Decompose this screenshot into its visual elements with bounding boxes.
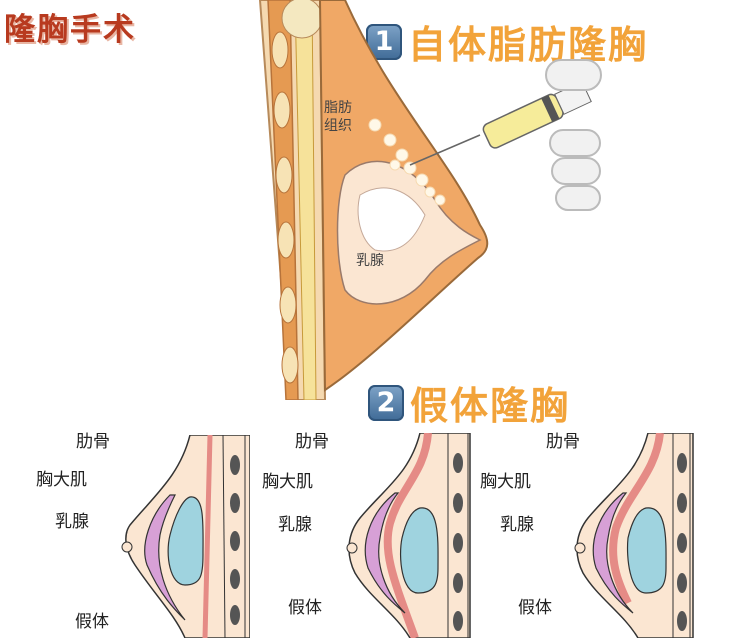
- implant-diagrams: 肋骨 胸大肌 乳腺 假体 肋骨 胸大肌 乳腺 假体: [0, 415, 740, 638]
- fat-tissue-label-2: 组织: [324, 118, 352, 134]
- mammary-gland-label: 乳腺: [356, 253, 384, 269]
- page-title: 隆胸手术: [4, 12, 136, 48]
- pectoralis-label-2: 胸大肌: [262, 472, 313, 492]
- section-2-number-badge: 2: [368, 384, 404, 421]
- pectoralis-label-1: 胸大肌: [36, 470, 87, 490]
- section-1-title: 自体脂肪隆胸: [408, 23, 649, 67]
- fat-tissue-label: 脂肪: [324, 100, 352, 116]
- gland-label-3: 乳腺: [500, 515, 534, 535]
- implant-label-3: 假体: [518, 598, 552, 618]
- implant-label-1: 假体: [75, 612, 109, 632]
- implant-label-2: 假体: [288, 598, 322, 618]
- section-1-header: 1 自体脂肪隆胸: [366, 14, 648, 69]
- section-2-header: 2 假体隆胸: [368, 375, 570, 430]
- rib-label-2: 肋骨: [295, 432, 329, 452]
- rib-label-3: 肋骨: [546, 432, 580, 452]
- fat-grafting-illustration: 脂肪 组织 乳腺: [258, 0, 602, 400]
- implant-diagram-2: 肋骨 胸大肌 乳腺 假体: [250, 415, 490, 638]
- implant-diagram-1: 肋骨 胸大肌 乳腺 假体: [0, 415, 250, 638]
- implant-diagram-3: 肋骨 胸大肌 乳腺 假体: [480, 415, 740, 638]
- rib-label-1: 肋骨: [76, 432, 110, 452]
- pectoralis-label-3: 胸大肌: [480, 472, 531, 492]
- gland-label-1: 乳腺: [55, 512, 89, 532]
- gland-label-2: 乳腺: [278, 515, 312, 535]
- section-2-title: 假体隆胸: [410, 384, 571, 428]
